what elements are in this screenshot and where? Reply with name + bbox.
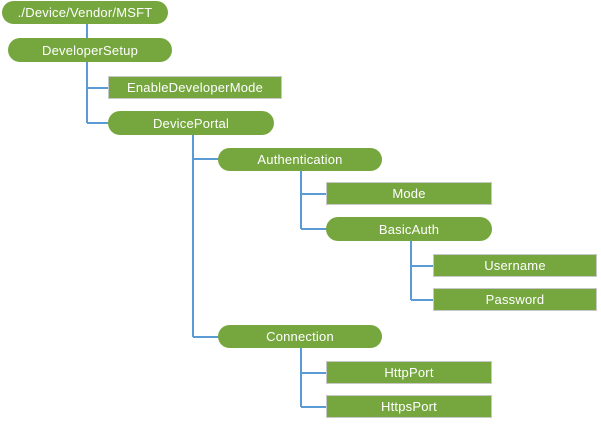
node-connection-label: Connection xyxy=(266,329,334,344)
node-deviceportal-label: DevicePortal xyxy=(152,115,230,131)
node-authentication-label: Authentication xyxy=(257,152,343,167)
node-httpsport-label: HttpsPort xyxy=(381,399,437,414)
node-connection[interactable]: Connection xyxy=(218,325,382,348)
node-mode-label: Mode xyxy=(392,186,426,201)
node-password-label: Password xyxy=(485,292,545,307)
node-password[interactable]: Password xyxy=(433,288,597,311)
node-username-label: Username xyxy=(484,258,546,273)
node-basicauth-label: BasicAuth xyxy=(378,221,440,237)
node-root[interactable]: ./Device/Vendor/MSFT xyxy=(2,1,168,24)
node-mode[interactable]: Mode xyxy=(326,182,492,205)
node-httpport-label: HttpPort xyxy=(384,365,434,380)
node-developersetup-label: DeveloperSetup xyxy=(41,42,139,58)
node-root-label: ./Device/Vendor/MSFT xyxy=(17,5,153,20)
node-authentication[interactable]: Authentication xyxy=(218,148,382,171)
node-deviceportal[interactable]: DevicePortal xyxy=(108,111,274,135)
node-enabledevelopermode[interactable]: EnableDeveloperMode xyxy=(108,76,282,99)
node-basicauth[interactable]: BasicAuth xyxy=(326,217,492,241)
node-httpsport[interactable]: HttpsPort xyxy=(326,395,492,418)
node-httpport[interactable]: HttpPort xyxy=(326,361,492,384)
node-developersetup[interactable]: DeveloperSetup xyxy=(8,38,172,62)
node-enabledevelopermode-label: EnableDeveloperMode xyxy=(126,80,264,95)
node-username[interactable]: Username xyxy=(433,254,597,277)
